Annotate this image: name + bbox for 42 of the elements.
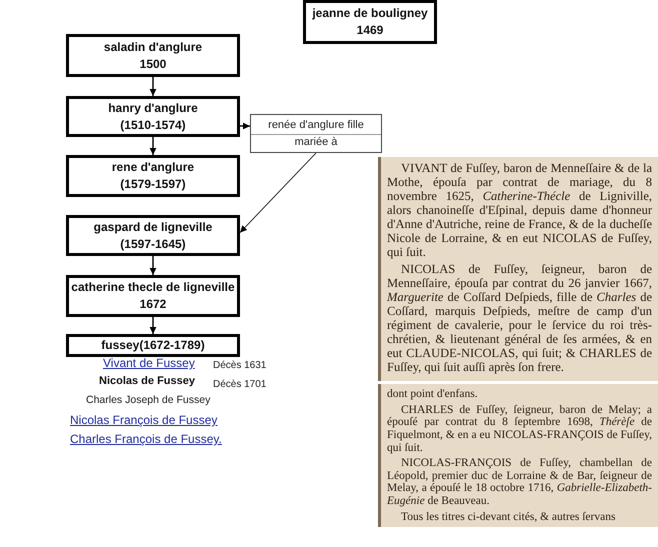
arrow [150, 77, 156, 96]
birth-year: 1500 [140, 56, 166, 72]
family-box [66, 334, 240, 357]
death-note: Décès 1701 [213, 379, 266, 391]
person-box [66, 215, 240, 256]
person-name: hanry d'anglure [108, 100, 198, 116]
note-box [250, 114, 382, 153]
arrow [240, 152, 316, 234]
person-name: catherine thecle de ligneville [71, 279, 235, 296]
arrow [150, 317, 156, 334]
book-paragraph: dont point d'enfans. [387, 388, 479, 401]
family-name: fussey(1672-1789) [101, 337, 205, 354]
person-name: Charles Joseph de Fussey [86, 394, 210, 407]
person-box [66, 96, 240, 137]
name-link: Vivant de Fussey [103, 356, 195, 370]
person-name: gaspard de ligneville [94, 218, 212, 236]
person-box [66, 155, 240, 197]
arrow [150, 137, 156, 155]
relation-note: mariée à [294, 134, 338, 150]
relation-note: renée d'anglure fille [268, 118, 364, 132]
book-paragraph: VIVANT de Fuſſey, baron de Menneſſaire & de la Mothe, épouſa par contrat de mariage, du 8 novembre 1625, Catherine-Thécle de Ligniville, alors chanoineſſe d'Eſpinal, depuis dame d'honneur d'Anne d'Autriche, reine de France, & de la ducheſſe Nicole de Lorraine, & en eut NICOLAS de Fuſſey, qui ſuit. [387, 161, 652, 259]
name-link: Nicolas François de Fussey [70, 413, 218, 428]
person-name: saladin d'anglure [104, 38, 202, 56]
life-dates: (1597-1645) [120, 236, 186, 252]
life-dates: (1510-1574) [120, 116, 186, 134]
book-paragraph: CHARLES de Fuſſey, ſeigneur, baron de Melay; a épouſé par contrat du 8 ſeptembre 1698, Thérèſe de Fiquelmont, & en a eu NICOLAS-FRANÇOIS de Fuſſey, qui ſuit. [387, 404, 652, 454]
birth-year: 1469 [356, 22, 384, 39]
person-name: jeanne de bouligney [312, 5, 428, 22]
arrow [240, 122, 250, 130]
arrow [150, 256, 156, 275]
book-paragraph: NICOLAS de Fuſſey, ſeigneur, baron de Menneſſaire, épouſa par contrat du 26 janvier 1667, Marguerite de Coſſard Deſpieds, fille de Charles de Coſſard, marquis Deſpieds, meſtre de camp d'un régiment de cavalerie, pour le ſervice du roi très-chrétien, & lieutenant général de ſes armées, & en eut CLAUDE-NICOLAS, qui ſuit; & CHARLES de Fuſſey, qui ſuit auſſi après ſon frere. [387, 262, 652, 374]
book-paragraph: Tous les titres ci-devant cités, & autres ſervans [400, 510, 616, 524]
person-box [303, 0, 437, 44]
death-note: Décès 1631 [213, 360, 266, 372]
name-link: Charles François de Fussey. [70, 432, 222, 446]
book-paragraph: NICOLAS-FRANÇOIS de Fuſſey, chambellan de Léopold, premier duc de Lorraine & de Bar, ſeigneur de Melay, a épouſé le 18 octobre 1716, Gabrielle-Elizabeth-Eugénie de Beauveau. [387, 457, 652, 508]
person-name: rene d'anglure [112, 159, 194, 176]
person-box [66, 34, 240, 77]
person-name: Nicolas de Fussey [99, 375, 195, 388]
person-box [66, 275, 240, 317]
birth-year: 1672 [140, 296, 166, 313]
life-dates: (1579-1597) [120, 176, 186, 193]
